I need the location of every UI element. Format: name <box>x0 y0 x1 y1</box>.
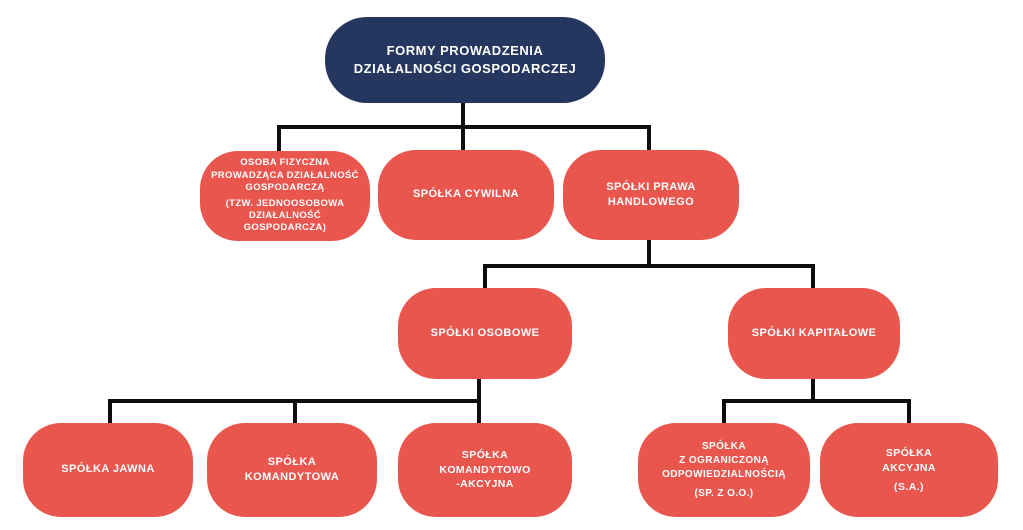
connector-kapitalowe-horizontal <box>722 399 911 403</box>
node-label: SPÓŁKI PRAWA HANDLOWEGO <box>606 180 696 208</box>
node-label: SPÓŁKA KOMANDYTOWA <box>244 455 340 483</box>
node-spolka-jawna: SPÓŁKA JAWNA <box>23 423 193 517</box>
connector-root-horizontal <box>277 125 651 129</box>
connector-drop-osoba-fizyczna <box>277 125 281 152</box>
node-label: SPÓŁKI KAPITAŁOWE <box>751 326 877 339</box>
node-spolka-cywilna: SPÓŁKA CYWILNA <box>378 150 554 240</box>
connector-drop-spolka-akcyjna <box>907 399 911 424</box>
connector-kapitalowe-stem <box>811 379 815 403</box>
node-osoba-fizyczna: OSOBA FIZYCZNA PROWADZĄCA DZIAŁALNOŚĆ GO… <box>200 151 370 241</box>
node-spolki-kapitalowe: SPÓŁKI KAPITAŁOWE <box>728 288 900 379</box>
connector-handlowego-horizontal <box>483 264 815 268</box>
node-spolka-akcyjna: SPÓŁKA AKCYJNA (S.A.) <box>820 423 998 517</box>
node-label: SPÓŁKA JAWNA <box>61 463 155 476</box>
node-spolka-z-oo: SPÓŁKA Z OGRANICZONĄ ODPOWIEDZIALNOŚCIĄ … <box>638 423 810 517</box>
node-spolki-osobowe: SPÓŁKI OSOBOWE <box>398 288 572 379</box>
node-spolka-komandytowo-akcyjna: SPÓŁKA KOMANDYTOWO -AKCYJNA <box>398 423 572 517</box>
node-sublabel: (S.A.) <box>894 480 924 493</box>
node-label: OSOBA FIZYCZNA PROWADZĄCA DZIAŁALNOŚĆ GO… <box>211 157 359 194</box>
node-sublabel: (TZW. JEDNOOSOBOWA DZIAŁALNOŚĆ GOSPODARC… <box>225 197 345 234</box>
node-label: SPÓŁKA Z OGRANICZONĄ ODPOWIEDZIALNOŚCIĄ <box>662 440 786 480</box>
node-label: SPÓŁKA KOMANDYTOWO -AKCYJNA <box>439 448 531 491</box>
node-label: SPÓŁKA CYWILNA <box>413 188 519 201</box>
node-formy-prowadzenia: FORMY PROWADZENIA DZIAŁALNOŚCI GOSPODARC… <box>325 17 605 103</box>
node-spolki-prawa-handlowego: SPÓŁKI PRAWA HANDLOWEGO <box>563 150 739 240</box>
connector-drop-spolka-jawna <box>108 399 112 424</box>
node-spolka-komandytowa: SPÓŁKA KOMANDYTOWA <box>207 423 377 517</box>
connector-drop-spolki-osobowe <box>483 264 487 289</box>
connector-drop-spolki-prawa-handlowego <box>647 125 651 152</box>
connector-drop-spolki-kapitalowe <box>811 264 815 289</box>
node-label: FORMY PROWADZENIA DZIAŁALNOŚCI GOSPODARC… <box>353 42 577 76</box>
connector-drop-spolka-komandytowa <box>293 399 297 424</box>
node-label: SPÓŁKA AKCYJNA <box>882 447 936 474</box>
node-label: SPÓŁKI OSOBOWE <box>430 326 540 339</box>
node-sublabel: (SP. Z O.O.) <box>694 487 754 499</box>
connector-drop-spolka-z-oo <box>722 399 726 424</box>
connector-handlowego-stem <box>647 240 651 268</box>
